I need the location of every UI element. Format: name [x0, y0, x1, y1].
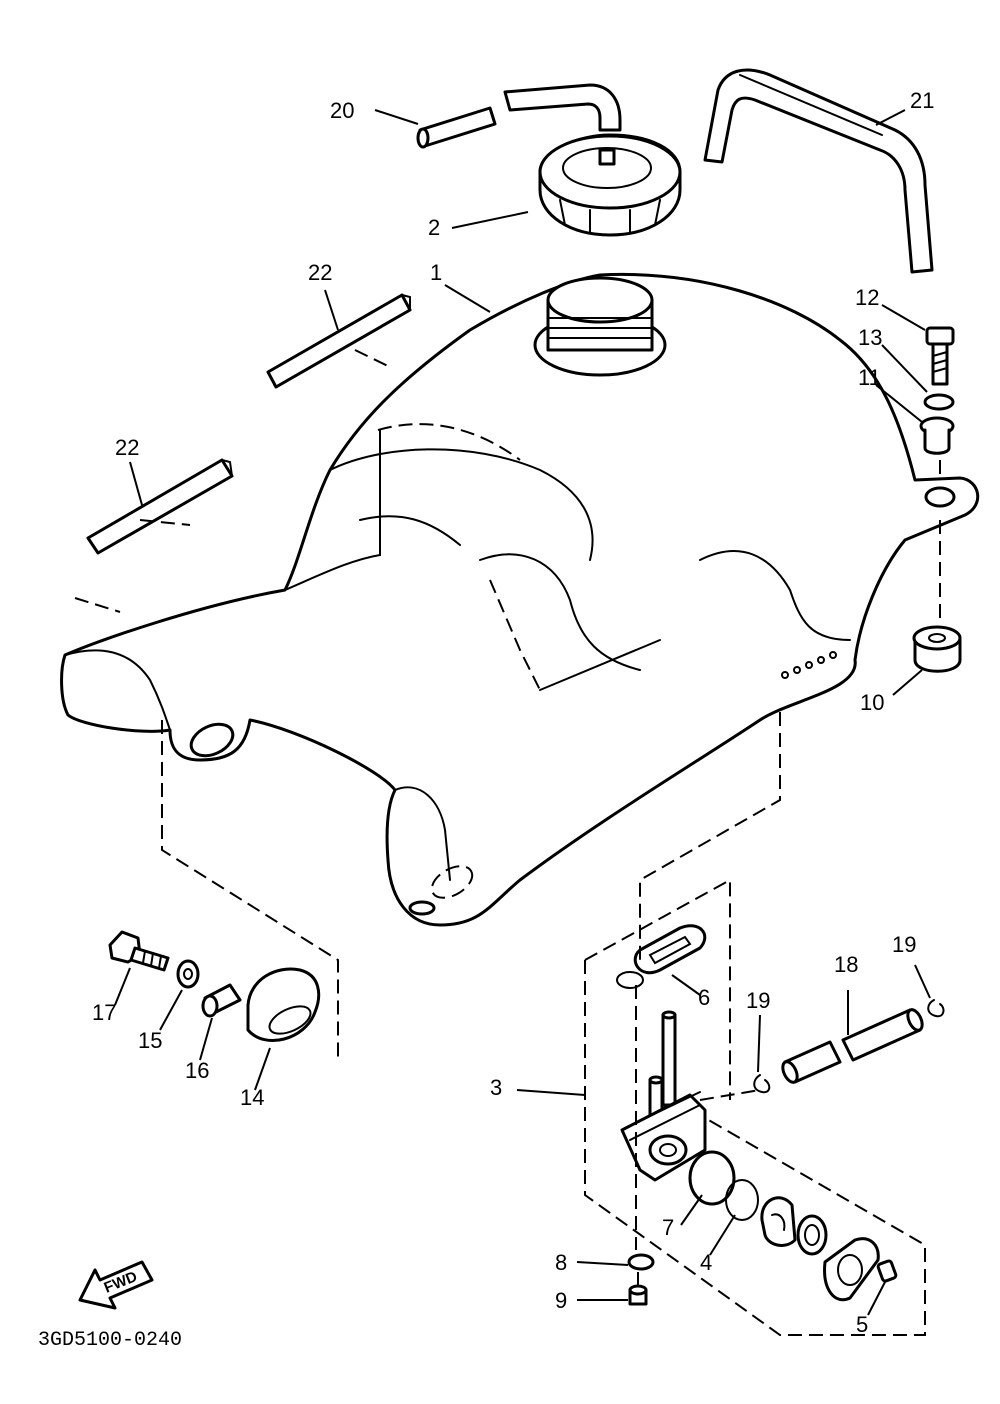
- callout-6: 6: [698, 985, 710, 1010]
- o-ring-4: [725, 1179, 759, 1221]
- washer-8: [627, 1253, 655, 1271]
- callout-16: 16: [185, 1058, 209, 1083]
- lever-cup: [760, 1196, 797, 1247]
- callout-3: 3: [490, 1075, 502, 1100]
- callout-7: 7: [662, 1215, 674, 1240]
- callout-15: 15: [138, 1028, 162, 1053]
- tank-band: [703, 68, 934, 274]
- drain-bolt-9: [628, 1284, 648, 1306]
- assembly-lines: [74, 349, 941, 1285]
- callout-11: 11: [858, 365, 881, 390]
- callout-13: 13: [858, 325, 882, 350]
- callout-19-lower: 19: [746, 988, 770, 1013]
- collar-11: [919, 416, 955, 455]
- washer-13: [923, 393, 955, 411]
- fwd-arrow-icon: [78, 1260, 154, 1310]
- callout-labels: 20 2 1 21 22 22 12 13 11 10 17 15 16 14 …: [92, 88, 934, 1337]
- callout-4: 4: [700, 1250, 712, 1275]
- breather-hose: [416, 83, 622, 149]
- fuel-cock-body: [620, 1010, 707, 1182]
- fuel-tank: [60, 272, 980, 927]
- clip-19-upper: [927, 999, 945, 1018]
- callout-1: 1: [430, 260, 442, 285]
- fuel-cock-boundary: [584, 960, 926, 1336]
- screw-5: [876, 1259, 898, 1283]
- damper-upper: [266, 293, 412, 389]
- damper-lower: [86, 458, 234, 555]
- callout-12: 12: [855, 285, 879, 310]
- callout-2: 2: [428, 215, 440, 240]
- callout-18: 18: [834, 952, 858, 977]
- fuel-cap: [538, 133, 682, 237]
- callout-20: 20: [330, 98, 354, 123]
- seal-ring: [796, 1214, 828, 1256]
- damper-14: [246, 967, 321, 1042]
- callout-10: 10: [860, 690, 884, 715]
- damper-10: [912, 625, 962, 673]
- washer-15: [176, 959, 200, 989]
- callout-5: 5: [856, 1312, 868, 1337]
- callout-17: 17: [92, 1000, 116, 1025]
- clip-19-lower: [753, 1074, 771, 1094]
- diaphragm-7: [688, 1150, 736, 1206]
- fuel-hose-18: [781, 1008, 924, 1084]
- callout-9: 9: [555, 1288, 567, 1313]
- leader-lines: [114, 109, 931, 1316]
- callout-22-lower: 22: [115, 435, 139, 460]
- callout-14: 14: [240, 1085, 264, 1110]
- callout-8: 8: [555, 1250, 567, 1275]
- callout-21: 21: [910, 88, 934, 113]
- fuel-cock-boundary-top: [584, 878, 731, 1100]
- collar-16: [201, 983, 242, 1018]
- bolt-17: [108, 930, 170, 972]
- bolt-12: [925, 326, 955, 386]
- callout-19-upper: 19: [892, 932, 916, 957]
- gasket-6: [616, 924, 707, 989]
- cover-plate: [823, 1237, 880, 1302]
- callout-22-upper: 22: [308, 260, 332, 285]
- drawing-code: 3GD5100-0240: [38, 1329, 182, 1352]
